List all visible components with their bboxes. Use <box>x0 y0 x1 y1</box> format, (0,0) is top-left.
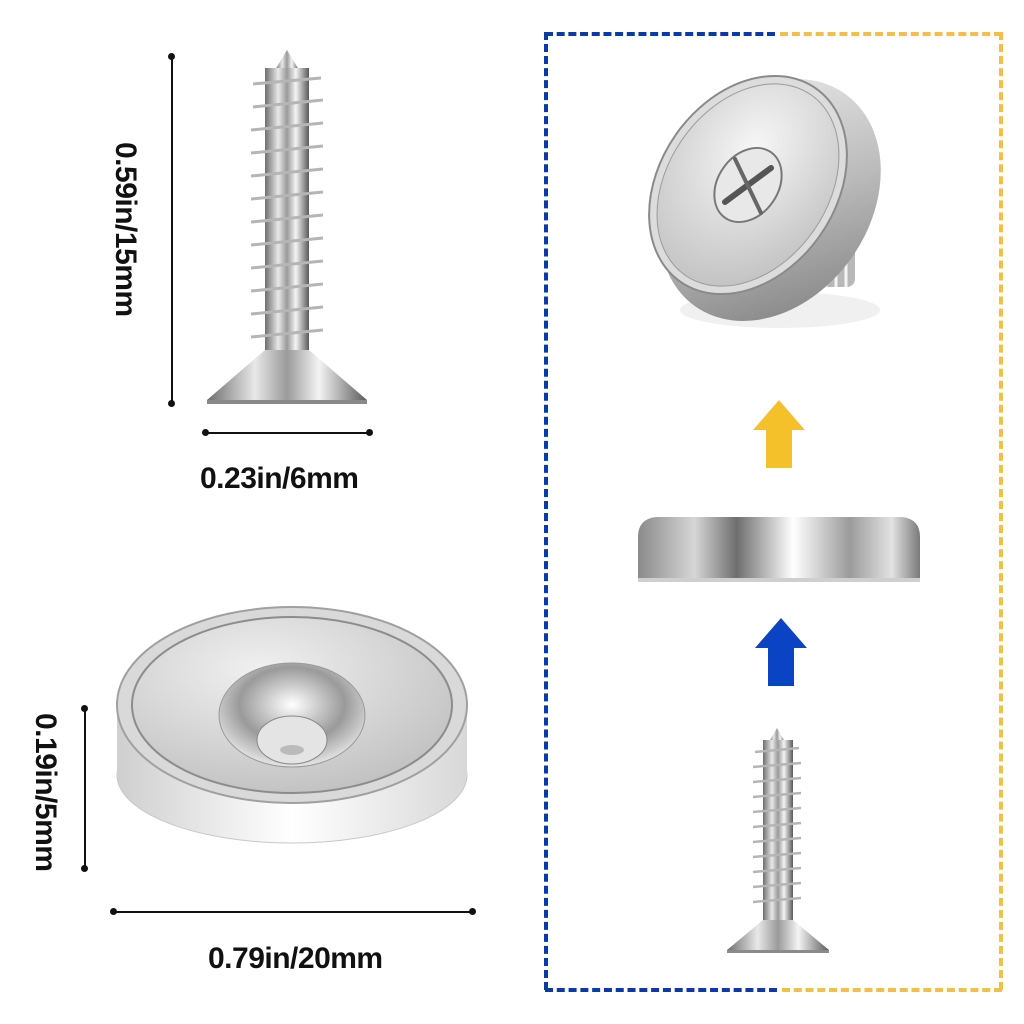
yellow-up-arrow-icon <box>753 400 805 468</box>
dimension-dot <box>202 429 209 436</box>
magnet-diameter-dimension-line <box>114 911 474 913</box>
frame-border-yellow <box>782 988 1002 992</box>
screw-width-dimension-line <box>205 432 370 434</box>
screw-length-label: 0.59in/15mm <box>109 142 142 317</box>
dimension-dot <box>469 908 476 915</box>
blue-up-arrow-icon <box>755 618 807 686</box>
screw-width-label: 0.23in/6mm <box>200 462 359 495</box>
countersunk-screw-small-image <box>727 728 829 953</box>
dimension-dot <box>81 865 88 872</box>
magnet-height-dimension-line <box>84 708 86 868</box>
frame-border-blue <box>545 988 777 992</box>
cup-magnet-side-image <box>638 517 920 582</box>
dimension-dot <box>110 908 117 915</box>
dimension-dot <box>366 429 373 436</box>
frame-border-blue <box>544 32 548 990</box>
magnet-diameter-label: 0.79in/20mm <box>208 942 383 975</box>
dimension-dot <box>168 53 175 60</box>
frame-border-yellow <box>780 32 1002 36</box>
dimension-dot <box>81 705 88 712</box>
magnet-height-label: 0.19in/5mm <box>29 713 62 872</box>
countersunk-screw-image <box>207 50 367 404</box>
frame-border-blue <box>545 32 775 36</box>
assembled-magnet-image <box>648 74 881 328</box>
frame-border-yellow <box>999 32 1003 990</box>
dimension-dot <box>168 400 175 407</box>
cup-magnet-image <box>116 606 468 844</box>
screw-length-dimension-line <box>171 56 173 404</box>
